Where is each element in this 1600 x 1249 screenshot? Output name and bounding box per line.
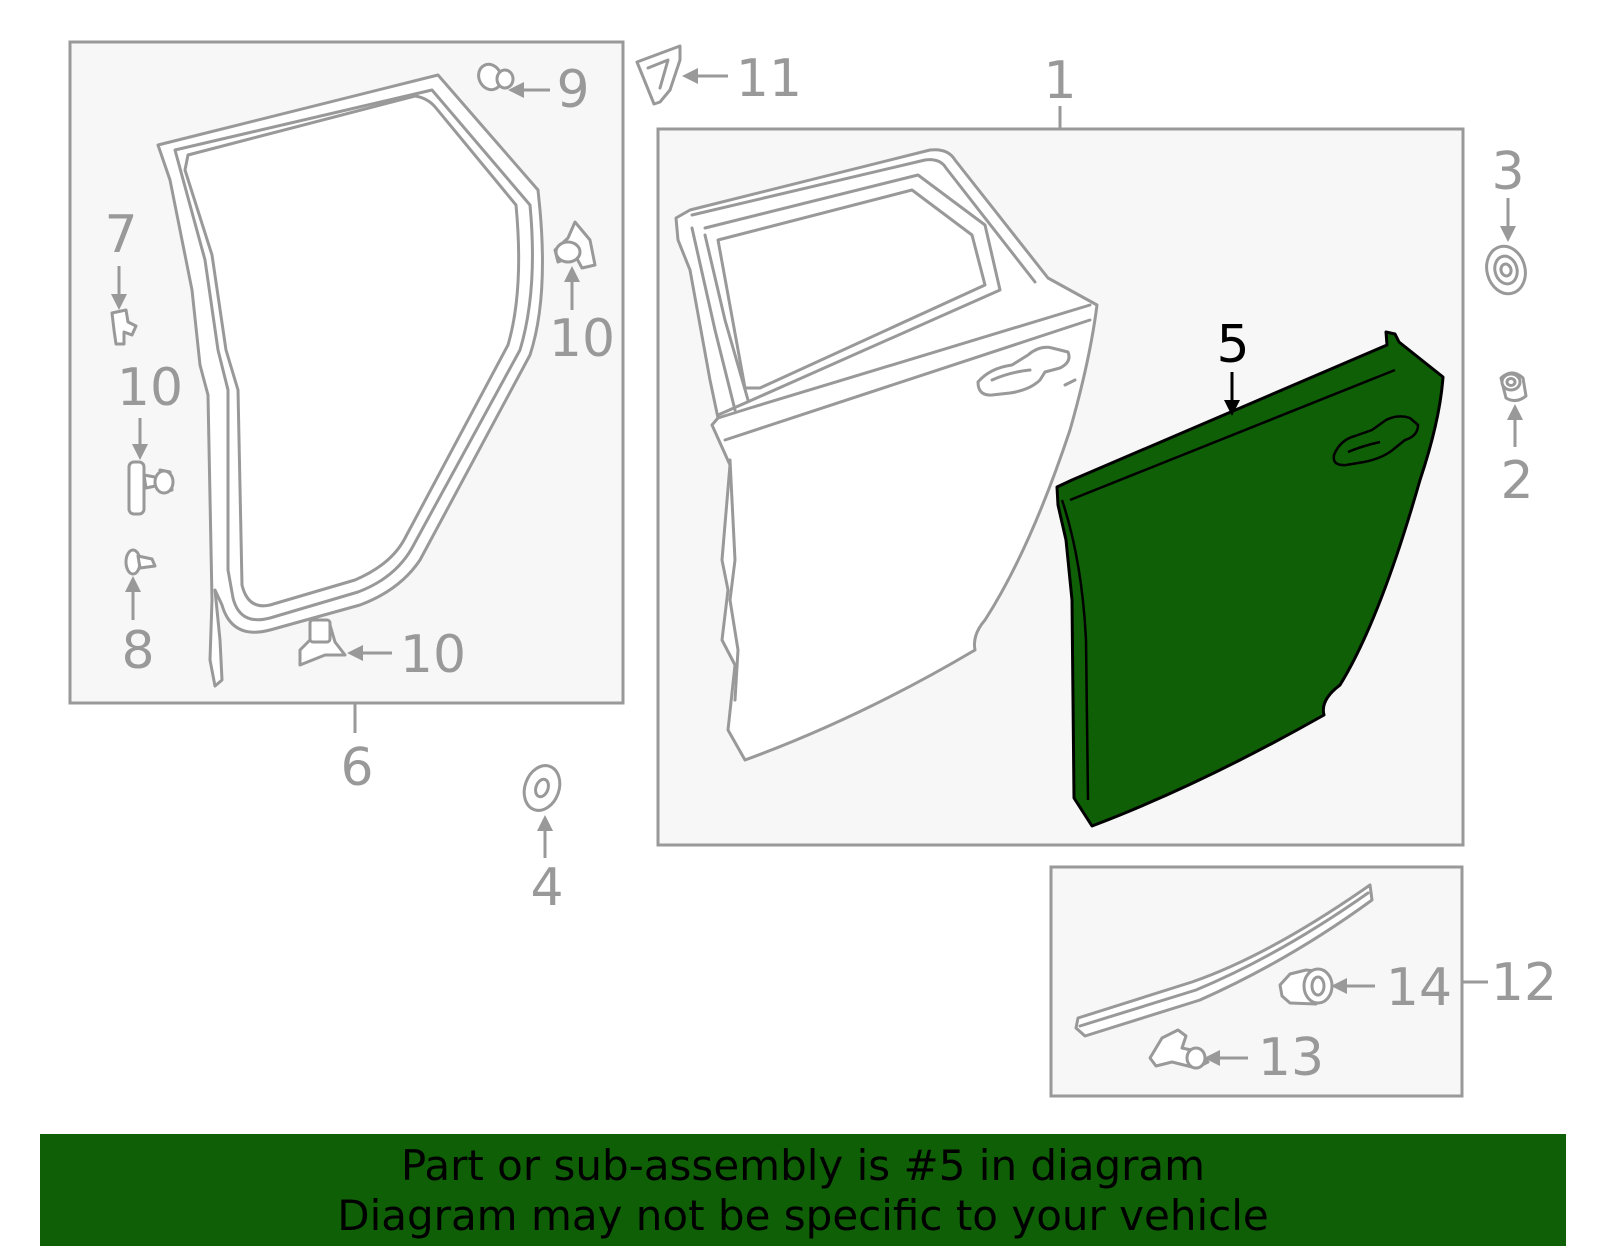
nut-2 bbox=[1499, 371, 1528, 403]
banner-line-2: Diagram may not be specific to your vehi… bbox=[337, 1191, 1269, 1240]
callout-8: 8 bbox=[121, 621, 154, 681]
callout-14: 14 bbox=[1386, 958, 1452, 1018]
callout-9: 9 bbox=[556, 60, 589, 120]
callout-4: 4 bbox=[530, 858, 563, 918]
molding-12 bbox=[1074, 883, 1374, 1038]
highlight-note-banner: Part or sub-assembly is #5 in diagram Di… bbox=[40, 1134, 1566, 1246]
callout-7: 7 bbox=[104, 205, 137, 265]
clip-10-left bbox=[127, 460, 175, 516]
box-1-door-assembly bbox=[656, 127, 1528, 847]
callout-2: 2 bbox=[1500, 451, 1533, 511]
box-6-weatherstrip-group bbox=[68, 40, 625, 705]
clip-14 bbox=[1278, 967, 1334, 1006]
callout-labels: 1 2 3 4 5 6 7 8 9 10 10 10 11 12 13 14 bbox=[104, 49, 1557, 1088]
callout-10-bottom: 10 bbox=[400, 625, 466, 685]
grommet-3 bbox=[1485, 244, 1527, 296]
callout-1: 1 bbox=[1043, 51, 1076, 111]
banner-line-1: Part or sub-assembly is #5 in diagram bbox=[400, 1141, 1206, 1190]
clip-8 bbox=[124, 548, 157, 576]
callout-13: 13 bbox=[1258, 1028, 1324, 1088]
box-12-molding-group bbox=[1049, 865, 1464, 1098]
washer-4 bbox=[522, 764, 562, 812]
clip-13 bbox=[1148, 1028, 1210, 1070]
callout-6: 6 bbox=[340, 738, 373, 798]
clip-7 bbox=[110, 308, 138, 346]
callout-11: 11 bbox=[736, 49, 802, 109]
callout-10-left: 10 bbox=[117, 358, 183, 418]
clip-10-bottom bbox=[298, 618, 347, 667]
callout-10-upper: 10 bbox=[549, 309, 615, 369]
callout-5: 5 bbox=[1216, 315, 1249, 375]
clip-11 bbox=[635, 44, 682, 106]
leaders bbox=[111, 68, 1523, 1066]
door-weatherstrip bbox=[156, 73, 544, 688]
callout-3: 3 bbox=[1491, 142, 1524, 202]
outer-panel-5-highlighted bbox=[1055, 330, 1445, 828]
clip-10-upper bbox=[553, 220, 597, 270]
door-shell bbox=[674, 148, 1099, 762]
callout-12: 12 bbox=[1491, 953, 1557, 1013]
clip-9 bbox=[477, 62, 515, 92]
